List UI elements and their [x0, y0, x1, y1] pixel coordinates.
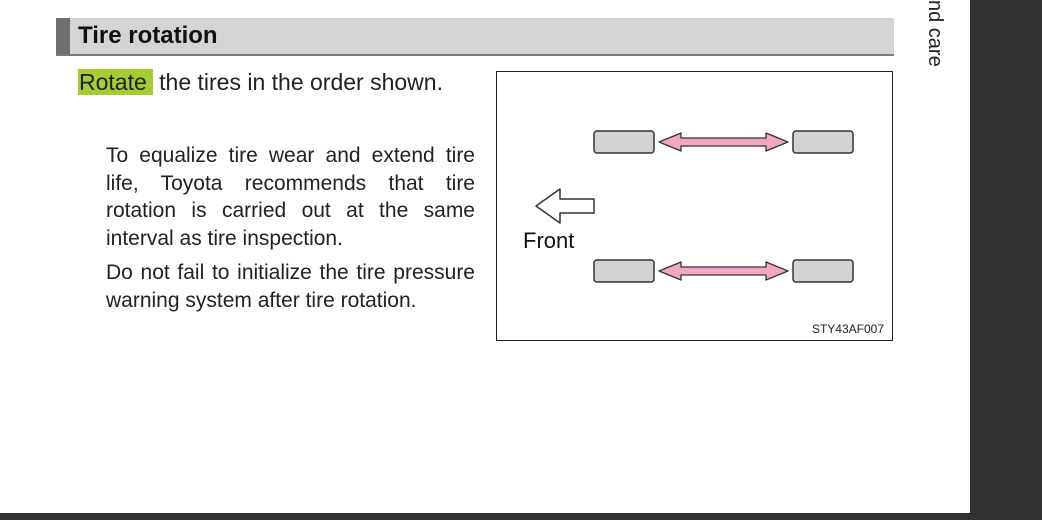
paragraph-initialize-warning: Do not fail to initialize the tire press… — [106, 261, 475, 312]
rear-right-tire-icon — [792, 259, 854, 283]
front-direction-arrow-icon — [535, 188, 595, 224]
highlighted-word[interactable]: Rotate — [78, 69, 153, 95]
lead-text: the tires in the order shown. — [152, 69, 443, 95]
lead-instruction: Rotate the tires in the order shown. — [78, 66, 475, 99]
rotation-diagram — [535, 130, 854, 283]
rear-left-tire-icon — [792, 130, 854, 154]
front-right-tire-icon — [593, 259, 655, 283]
swap-arrow-bottom-icon — [658, 261, 789, 281]
swap-arrow-top-icon — [658, 132, 789, 152]
front-label: Front — [523, 228, 575, 253]
heading-accent-bar — [56, 18, 70, 54]
section-heading: Tire rotation — [56, 18, 894, 56]
tire-rotation-figure: Front STY43AF007 — [496, 71, 893, 341]
paragraph-equalize-wear: To equalize tire wear and extend tire li… — [106, 144, 475, 250]
page-title: Tire rotation — [78, 22, 218, 49]
front-left-tire-icon — [593, 130, 655, 154]
side-tab-label: nd care — [924, 0, 946, 67]
document-page: Tire rotation nd care Rotate the tires i… — [0, 0, 970, 513]
figure-code: STY43AF007 — [811, 322, 884, 336]
